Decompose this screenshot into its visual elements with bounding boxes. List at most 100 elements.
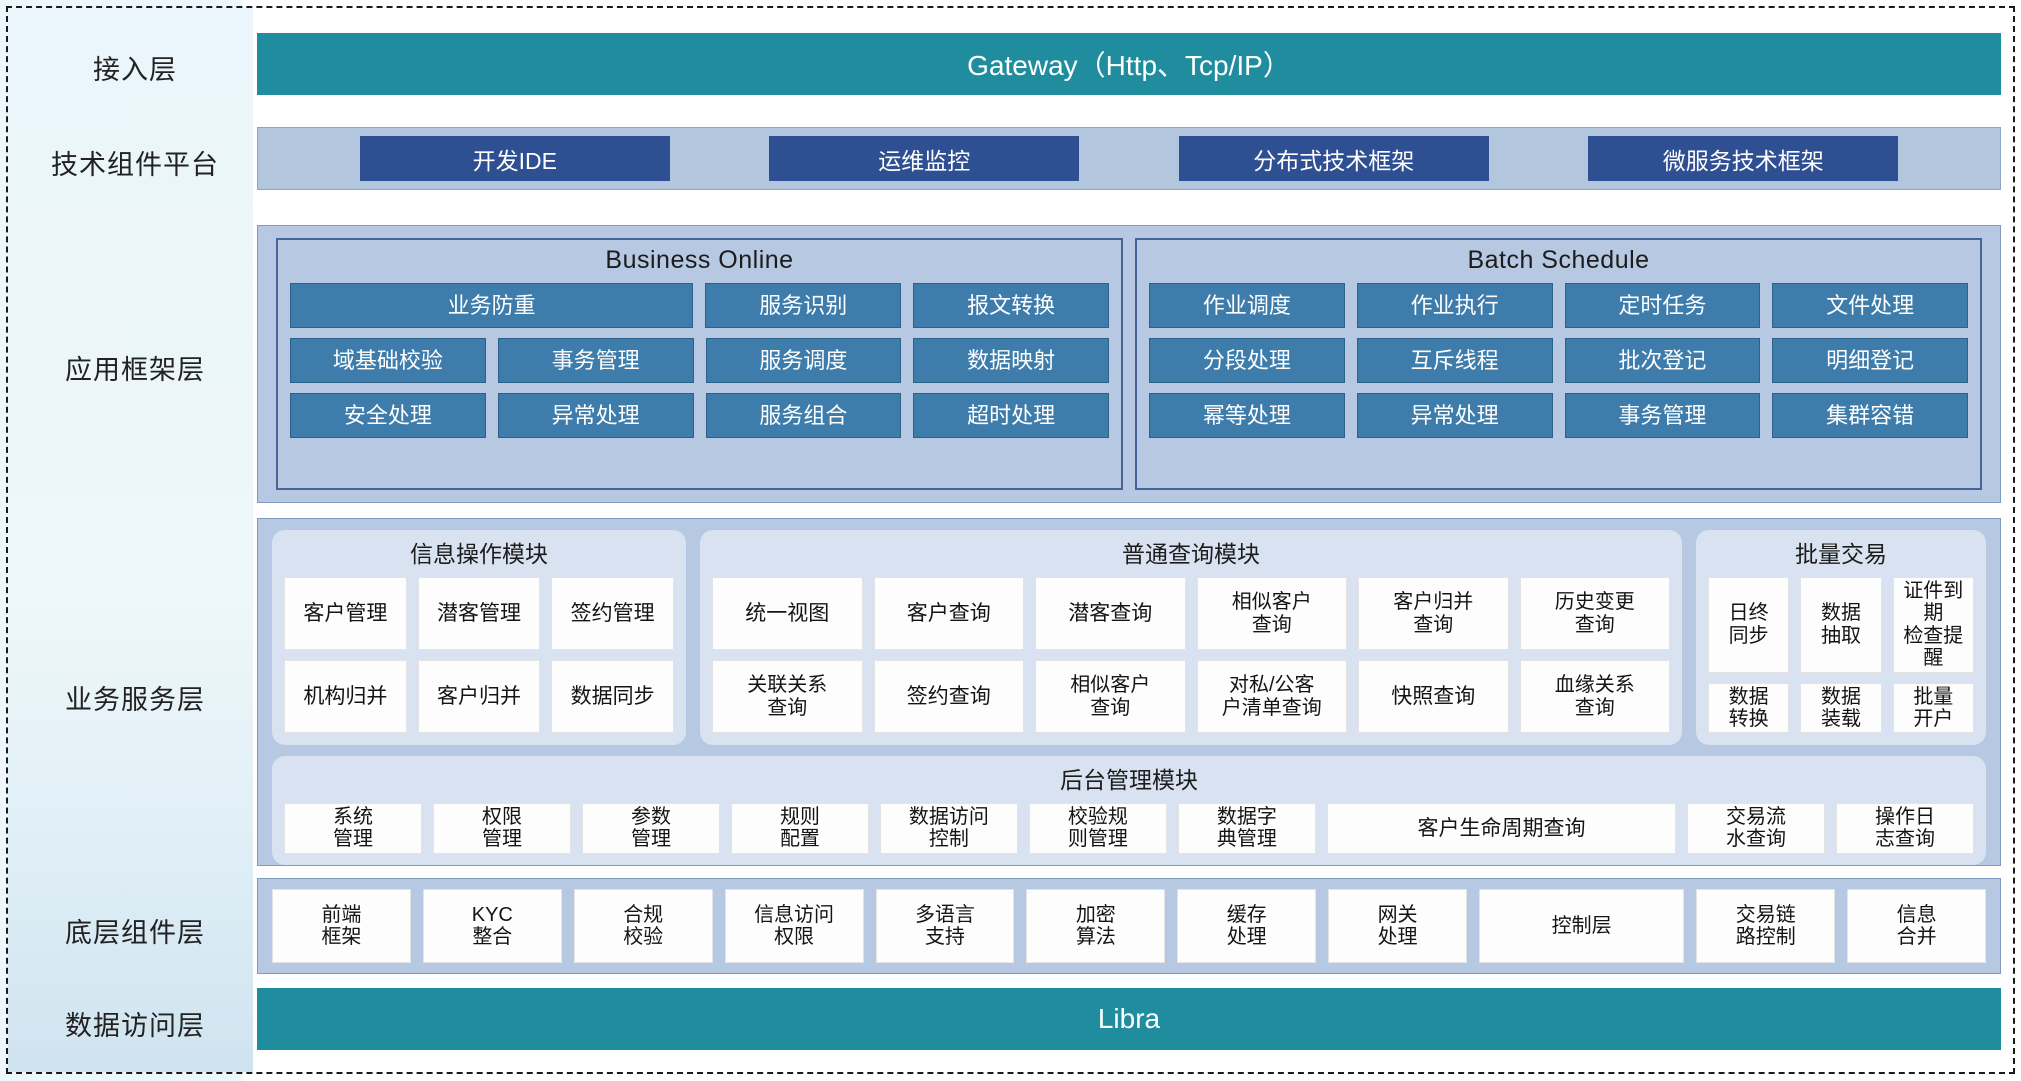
card-customer-lifecycle-query[interactable]: 客户生命周期查询	[1326, 803, 1677, 854]
card-prospect-query[interactable]: 潜客查询	[1035, 577, 1186, 650]
card-data-dictionary-management[interactable]: 数据字典管理	[1177, 803, 1316, 854]
af-chip-zyzx[interactable]: 作业执行	[1356, 283, 1553, 328]
af-chip-yccl[interactable]: 异常处理	[497, 393, 694, 438]
card-info-access-permission[interactable]: 信息访问权限	[724, 889, 864, 963]
card-parameter-management[interactable]: 参数管理	[581, 803, 720, 854]
af-row: 分段处理 互斥线程 批次登记 明细登记	[1149, 338, 1968, 383]
af-chip-yjcjy[interactable]: 域基础校验	[290, 338, 486, 383]
card-id-expiry-reminder[interactable]: 证件到期检查提醒	[1892, 577, 1974, 673]
card-history-change-query[interactable]: 历史变更查询	[1519, 577, 1670, 650]
af-row: 作业调度 作业执行 定时任务 文件处理	[1149, 283, 1968, 328]
af-chip-cscl[interactable]: 超时处理	[913, 393, 1109, 438]
left-label-column-background	[8, 8, 253, 1072]
card-encryption-algorithm[interactable]: 加密算法	[1026, 889, 1166, 963]
biz-row: 日终同步 数据抽取 证件到期检查提醒	[1708, 577, 1974, 673]
card-transaction-flow-query[interactable]: 交易流水查询	[1687, 803, 1826, 854]
af-chip-zydd[interactable]: 作业调度	[1149, 283, 1345, 328]
af-chip-jqrc[interactable]: 集群容错	[1772, 393, 1968, 438]
card-data-access-control[interactable]: 数据访问控制	[879, 803, 1018, 854]
tech-chip-distributed[interactable]: 分布式技术框架	[1178, 136, 1489, 181]
biz-row: 统一视图 客户查询 潜客查询 相似客户查询 客户归并查询 历史变更查询	[712, 577, 1670, 650]
gateway-bar[interactable]: Gateway（Http、Tcp/IP）	[257, 33, 2001, 95]
business-service-layer: 信息操作模块 客户管理 潜客管理 签约管理 机构归并 客户归并 数据同步	[257, 518, 2001, 866]
af-chip-hcxc[interactable]: 互斥线程	[1356, 338, 1553, 383]
card-private-public-customer-list-query[interactable]: 对私/公客户清单查询	[1196, 660, 1347, 733]
card-permission-management[interactable]: 权限管理	[432, 803, 571, 854]
card-customer-management[interactable]: 客户管理	[284, 577, 407, 650]
card-similar-customer-query[interactable]: 相似客户查询	[1196, 577, 1347, 650]
card-unified-view[interactable]: 统一视图	[712, 577, 863, 650]
card-org-merge[interactable]: 机构归并	[284, 660, 407, 733]
card-data-load[interactable]: 数据装载	[1800, 682, 1882, 734]
business-modules-row: 信息操作模块 客户管理 潜客管理 签约管理 机构归并 客户归并 数据同步	[272, 530, 1986, 745]
data-access-bar[interactable]: Libra	[257, 988, 2001, 1050]
card-lineage-query[interactable]: 血缘关系查询	[1519, 660, 1670, 733]
af-chip-wjcl[interactable]: 文件处理	[1772, 283, 1968, 328]
application-framework-layer: Business Online 业务防重 服务识别 报文转换 域基础校验 事务管…	[257, 225, 2001, 503]
af-chip-mdcl[interactable]: 幂等处理	[1149, 393, 1345, 438]
card-relationship-query[interactable]: 关联关系查询	[712, 660, 863, 733]
panel-batch-schedule: Batch Schedule 作业调度 作业执行 定时任务 文件处理 分段处理 …	[1135, 238, 1982, 490]
layer-label-business: 业务服务层	[65, 685, 205, 715]
af-chip-fwdd[interactable]: 服务调度	[705, 338, 902, 383]
af-chip-fdcl[interactable]: 分段处理	[1149, 338, 1345, 383]
data-access-label: Libra	[1097, 1003, 1161, 1034]
af-chip-mxdj[interactable]: 明细登记	[1772, 338, 1968, 383]
tech-platform-band: 开发IDE 运维监控 分布式技术框架 微服务技术框架	[257, 127, 2001, 190]
tech-chip-microservice[interactable]: 微服务技术框架	[1588, 136, 1899, 181]
af-chip-yccl2[interactable]: 异常处理	[1356, 393, 1553, 438]
af-chip-aqcl[interactable]: 安全处理	[290, 393, 486, 438]
card-cache-processing[interactable]: 缓存处理	[1177, 889, 1317, 963]
af-chip-swgl[interactable]: 事务管理	[497, 338, 694, 383]
panel-title-backend-management: 后台管理模块	[1060, 767, 1198, 793]
card-validation-rule-management[interactable]: 校验规则管理	[1028, 803, 1167, 854]
card-customer-merge[interactable]: 客户归并	[417, 660, 541, 733]
af-row: 幂等处理 异常处理 事务管理 集群容错	[1149, 393, 1968, 438]
tech-chip-ops-monitor[interactable]: 运维监控	[769, 136, 1080, 181]
card-prospect-management[interactable]: 潜客管理	[417, 577, 541, 650]
card-info-merge[interactable]: 信息合并	[1847, 889, 1987, 963]
biz-row: 关联关系查询 签约查询 相似客户查询 对私/公客户清单查询 快照查询 血缘关系查…	[712, 660, 1670, 733]
card-transaction-chain-control[interactable]: 交易链路控制	[1696, 889, 1836, 963]
af-chip-bwzh[interactable]: 报文转换	[913, 283, 1109, 328]
panel-title-business-online: Business Online	[605, 246, 794, 274]
card-snapshot-query[interactable]: 快照查询	[1358, 660, 1509, 733]
card-operation-log-query[interactable]: 操作日志查询	[1836, 803, 1975, 854]
card-contract-management[interactable]: 签约管理	[551, 577, 675, 650]
biz-row: 客户管理 潜客管理 签约管理	[284, 577, 675, 650]
af-chip-sjys[interactable]: 数据映射	[913, 338, 1109, 383]
card-batch-account-open[interactable]: 批量开户	[1892, 682, 1974, 734]
card-data-transform[interactable]: 数据转换	[1708, 682, 1790, 734]
card-compliance-check[interactable]: 合规校验	[573, 889, 713, 963]
card-rule-configuration[interactable]: 规则配置	[730, 803, 869, 854]
panel-business-online: Business Online 业务防重 服务识别 报文转换 域基础校验 事务管…	[276, 238, 1123, 490]
tech-chip-ide[interactable]: 开发IDE	[359, 136, 670, 181]
panel-title-info-operation: 信息操作模块	[410, 541, 548, 567]
layer-label-tech: 技术组件平台	[51, 150, 219, 180]
card-customer-query[interactable]: 客户查询	[873, 577, 1024, 650]
af-chip-fwsb[interactable]: 服务识别	[705, 283, 902, 328]
card-control-layer[interactable]: 控制层	[1479, 889, 1685, 963]
biz-row: 机构归并 客户归并 数据同步	[284, 660, 675, 733]
card-frontend-framework[interactable]: 前端框架	[272, 889, 411, 963]
af-chip-ywfz[interactable]: 业务防重	[290, 283, 694, 328]
card-data-extract[interactable]: 数据抽取	[1800, 577, 1882, 673]
card-customer-merge-query[interactable]: 客户归并查询	[1358, 577, 1509, 650]
card-multilanguage-support[interactable]: 多语言支持	[875, 889, 1015, 963]
af-chip-pcdj[interactable]: 批次登记	[1564, 338, 1761, 383]
card-eod-sync[interactable]: 日终同步	[1708, 577, 1790, 673]
af-chip-fwzh[interactable]: 服务组合	[705, 393, 902, 438]
card-gateway-processing[interactable]: 网关处理	[1328, 889, 1467, 963]
layer-label-dataaccess: 数据访问层	[65, 1011, 205, 1041]
card-system-management[interactable]: 系统管理	[284, 803, 422, 854]
card-contract-query[interactable]: 签约查询	[873, 660, 1024, 733]
card-data-sync[interactable]: 数据同步	[551, 660, 675, 733]
af-chip-dsrw[interactable]: 定时任务	[1564, 283, 1761, 328]
card-similar-customer-query-2[interactable]: 相似客户查询	[1035, 660, 1186, 733]
af-chip-swgl2[interactable]: 事务管理	[1564, 393, 1761, 438]
panel-title-batch-transaction: 批量交易	[1795, 541, 1887, 567]
layer-label-bottom: 底层组件层	[65, 918, 205, 948]
